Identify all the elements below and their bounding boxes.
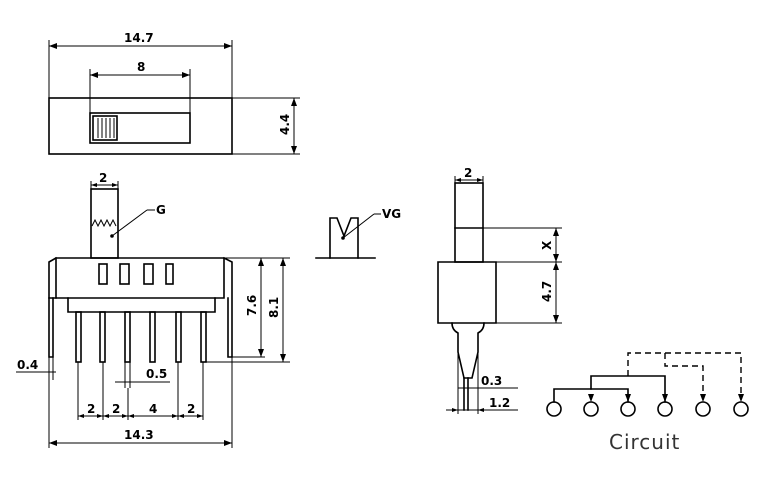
- window-2: [119, 263, 130, 285]
- top-view-body: [48, 97, 233, 155]
- v-groove-detail: VG: [315, 207, 401, 259]
- knurl-pattern: [91, 218, 117, 228]
- side-housing: [437, 261, 497, 324]
- dim-pin-width: 0.5: [146, 367, 167, 381]
- dim-body-width: 4.4: [278, 114, 292, 135]
- dim-pin-pitch-4: 2: [187, 402, 195, 416]
- terminal-1: [546, 401, 562, 417]
- dim-height-1: 7.6: [245, 295, 259, 316]
- dim-side-actuator-width: 2: [464, 166, 472, 180]
- v-groove-shape: [329, 217, 359, 259]
- dim-pin-side-width: 1.2: [489, 396, 510, 410]
- label-knurl: G: [156, 203, 166, 217]
- dim-terminal-thickness: 0.4: [17, 358, 38, 372]
- right-mount-leg: [222, 256, 233, 358]
- switch-dashed-1: [627, 352, 742, 395]
- dim-height-2: 8.1: [267, 297, 281, 318]
- dim-pin-pitch-3: 4: [149, 402, 157, 416]
- window-3: [143, 263, 154, 285]
- pin-2: [99, 311, 106, 363]
- dim-total-length: 14.7: [124, 31, 154, 45]
- dim-mount-span: 14.3: [124, 428, 154, 442]
- terminal-5: [695, 401, 711, 417]
- side-pin: [451, 322, 485, 379]
- window-1: [98, 263, 108, 285]
- switch-dashed-2: [664, 353, 704, 395]
- front-housing: [55, 257, 225, 313]
- dim-actuator-width: 2: [99, 171, 107, 185]
- dim-pin-side-thickness: 0.3: [481, 374, 502, 388]
- terminal-6: [733, 401, 749, 417]
- pin-4: [149, 311, 156, 363]
- pin-1: [75, 311, 82, 363]
- left-leg-top: [48, 256, 58, 299]
- dim-pin-pitch-2: 2: [112, 402, 120, 416]
- top-view-slot: [89, 112, 191, 144]
- front-actuator: [90, 188, 119, 259]
- front-view: 2 G 0.4 0.5: [16, 171, 290, 448]
- side-actuator: [454, 182, 484, 263]
- dim-housing-height: 4.7: [540, 281, 554, 302]
- dim-actuator-height: X: [540, 240, 554, 250]
- dim-pin-pitch-1: 2: [87, 402, 95, 416]
- window-4: [165, 263, 174, 285]
- circuit-caption: Circuit: [609, 430, 680, 454]
- terminal-2: [583, 401, 599, 417]
- top-view: 14.7 8 4.4: [48, 31, 300, 155]
- side-view: 2 X 4.7 0.3 1.2: [437, 166, 562, 414]
- dim-slot-length: 8: [137, 60, 145, 74]
- circuit-diagram: Circuit: [546, 352, 749, 454]
- label-v-groove: VG: [382, 207, 401, 221]
- pin-3: [124, 311, 131, 363]
- left-mount-leg: [48, 297, 54, 358]
- top-view-actuator: [92, 115, 118, 141]
- pin-5: [175, 311, 182, 363]
- pin-6: [200, 311, 207, 363]
- terminal-3: [620, 401, 636, 417]
- terminal-4: [657, 401, 673, 417]
